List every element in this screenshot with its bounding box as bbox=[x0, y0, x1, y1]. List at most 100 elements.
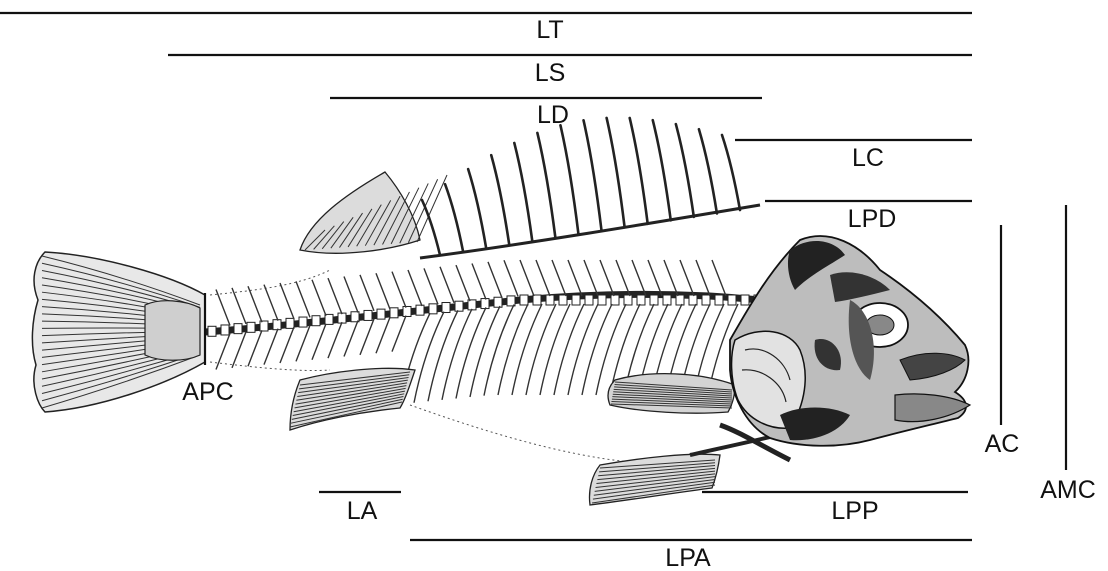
haemal-spine bbox=[392, 316, 406, 352]
vertebra bbox=[715, 295, 723, 305]
dorsal-spine bbox=[607, 118, 625, 227]
vertebra bbox=[247, 322, 255, 332]
haemal-spine bbox=[312, 324, 326, 360]
dorsal-spine bbox=[653, 120, 671, 220]
neural-spine bbox=[360, 275, 374, 311]
vertebra bbox=[299, 317, 307, 327]
vertebra bbox=[260, 321, 268, 331]
neural-spine bbox=[680, 260, 694, 296]
neural-spine bbox=[280, 283, 294, 319]
neural-spine bbox=[488, 262, 502, 298]
dorsal-spine bbox=[699, 129, 717, 213]
dorsal-spine bbox=[560, 125, 578, 234]
vertebra bbox=[728, 295, 736, 305]
neural-spine bbox=[424, 268, 438, 304]
skull bbox=[730, 236, 970, 446]
pectoral-fin bbox=[608, 374, 735, 413]
fish-skeleton-illustration bbox=[32, 118, 970, 505]
vertebra bbox=[533, 295, 541, 305]
neural-spine bbox=[616, 260, 630, 296]
neural-spine bbox=[392, 272, 406, 308]
dorsal-spine bbox=[584, 120, 602, 230]
vertebra bbox=[312, 316, 320, 326]
vertebra bbox=[507, 296, 515, 306]
neural-spine bbox=[232, 288, 246, 324]
soft-dorsal-fin bbox=[300, 172, 447, 253]
caudal-peduncle bbox=[145, 301, 200, 361]
lc-label: LC bbox=[852, 144, 884, 172]
neural-spine bbox=[600, 260, 614, 296]
neural-spine bbox=[408, 270, 422, 306]
vertebra bbox=[364, 310, 372, 320]
spiny-dorsal-fin bbox=[420, 118, 760, 258]
haemal-spine bbox=[264, 329, 278, 365]
vertebra bbox=[442, 303, 450, 313]
neural-spine bbox=[504, 260, 518, 296]
vertebra bbox=[481, 299, 489, 309]
neural-spine bbox=[696, 260, 710, 296]
haemal-spine bbox=[328, 322, 342, 358]
neural-spine bbox=[632, 260, 646, 296]
vertebra bbox=[624, 295, 632, 305]
neural-spine bbox=[568, 260, 582, 296]
vertebra bbox=[221, 325, 229, 335]
lpp-label: LPP bbox=[831, 497, 878, 525]
haemal-spine bbox=[232, 332, 246, 368]
haemal-spine bbox=[360, 319, 374, 355]
neural-spine bbox=[712, 260, 726, 296]
neural-spine bbox=[536, 260, 550, 296]
dorsal-spine bbox=[468, 169, 486, 248]
vertebra bbox=[676, 295, 684, 305]
dorsal-spine bbox=[445, 184, 463, 251]
neural-spine bbox=[312, 280, 326, 316]
haemal-spine bbox=[280, 327, 294, 363]
lpd-label: LPD bbox=[848, 205, 897, 233]
lt-label: LT bbox=[536, 16, 563, 44]
vertebra bbox=[234, 324, 242, 334]
neural-spine bbox=[552, 260, 566, 296]
apc-label: APC bbox=[182, 378, 233, 406]
vertebra bbox=[403, 306, 411, 316]
neural-spine bbox=[664, 260, 678, 296]
vertebra bbox=[390, 308, 398, 318]
vertebra bbox=[416, 305, 424, 315]
vertebra bbox=[702, 295, 710, 305]
ls-label: LS bbox=[535, 59, 566, 87]
neural-spine bbox=[648, 260, 662, 296]
body-outline-belly bbox=[410, 405, 630, 462]
vertebral-column bbox=[205, 294, 762, 336]
haemal-spine bbox=[216, 333, 230, 369]
vertebra bbox=[494, 297, 502, 307]
vertebra bbox=[468, 300, 476, 310]
neural-spine bbox=[328, 278, 342, 314]
vertebra bbox=[286, 318, 294, 328]
vertebra bbox=[208, 326, 216, 336]
vertebra bbox=[559, 295, 567, 305]
vertebra bbox=[663, 295, 671, 305]
dorsal-spine bbox=[491, 155, 509, 244]
ld-label: LD bbox=[537, 101, 569, 129]
dorsal-spine bbox=[422, 200, 440, 255]
dorsal-spine bbox=[630, 118, 648, 224]
vertebra bbox=[650, 295, 658, 305]
vertebra bbox=[325, 314, 333, 324]
neural-spine bbox=[216, 289, 230, 325]
vertebra bbox=[338, 313, 346, 323]
haemal-spine bbox=[344, 320, 358, 356]
neural-spine bbox=[472, 263, 486, 299]
ac-label: AC bbox=[985, 430, 1020, 458]
vertebra bbox=[546, 295, 554, 305]
vertebra bbox=[520, 295, 528, 305]
haemal-spine bbox=[248, 330, 262, 366]
vertebra bbox=[598, 295, 606, 305]
neural-spine bbox=[376, 273, 390, 309]
vertebra bbox=[611, 295, 619, 305]
neural-spine bbox=[584, 260, 598, 296]
dorsal-fin-base bbox=[420, 205, 760, 258]
vertebra bbox=[637, 295, 645, 305]
neural-spine bbox=[520, 260, 534, 296]
neural-spine bbox=[248, 286, 262, 322]
body-outline-lower bbox=[210, 362, 330, 371]
